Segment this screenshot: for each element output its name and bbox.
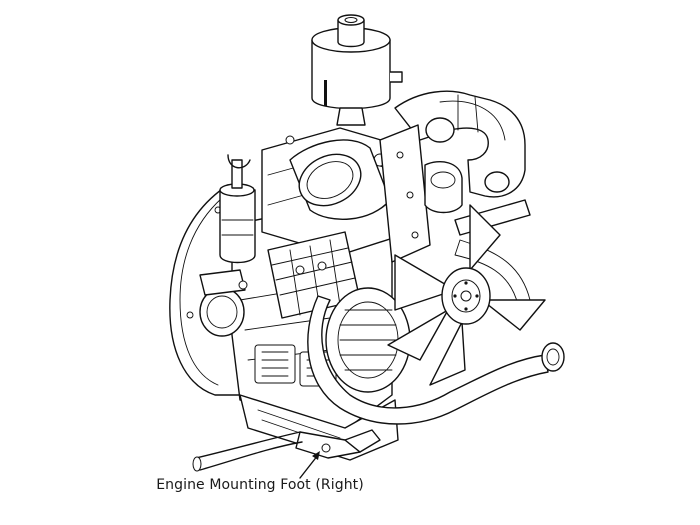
mounting-foot-right — [295, 429, 381, 459]
oil-filter — [199, 269, 248, 337]
air-cleaner — [289, 139, 391, 220]
callout-leader — [299, 451, 320, 479]
fuel-filter — [219, 154, 256, 264]
callout-label-mounting-foot: Engine Mounting Foot (Right) — [156, 477, 364, 493]
intake-hose — [394, 90, 526, 198]
lower-hose — [307, 295, 565, 425]
lift-bracket — [379, 124, 431, 263]
cooling-fan — [387, 204, 546, 386]
drain-hose — [192, 431, 303, 472]
precleaner — [311, 14, 403, 126]
thermostat-housing — [424, 161, 463, 214]
